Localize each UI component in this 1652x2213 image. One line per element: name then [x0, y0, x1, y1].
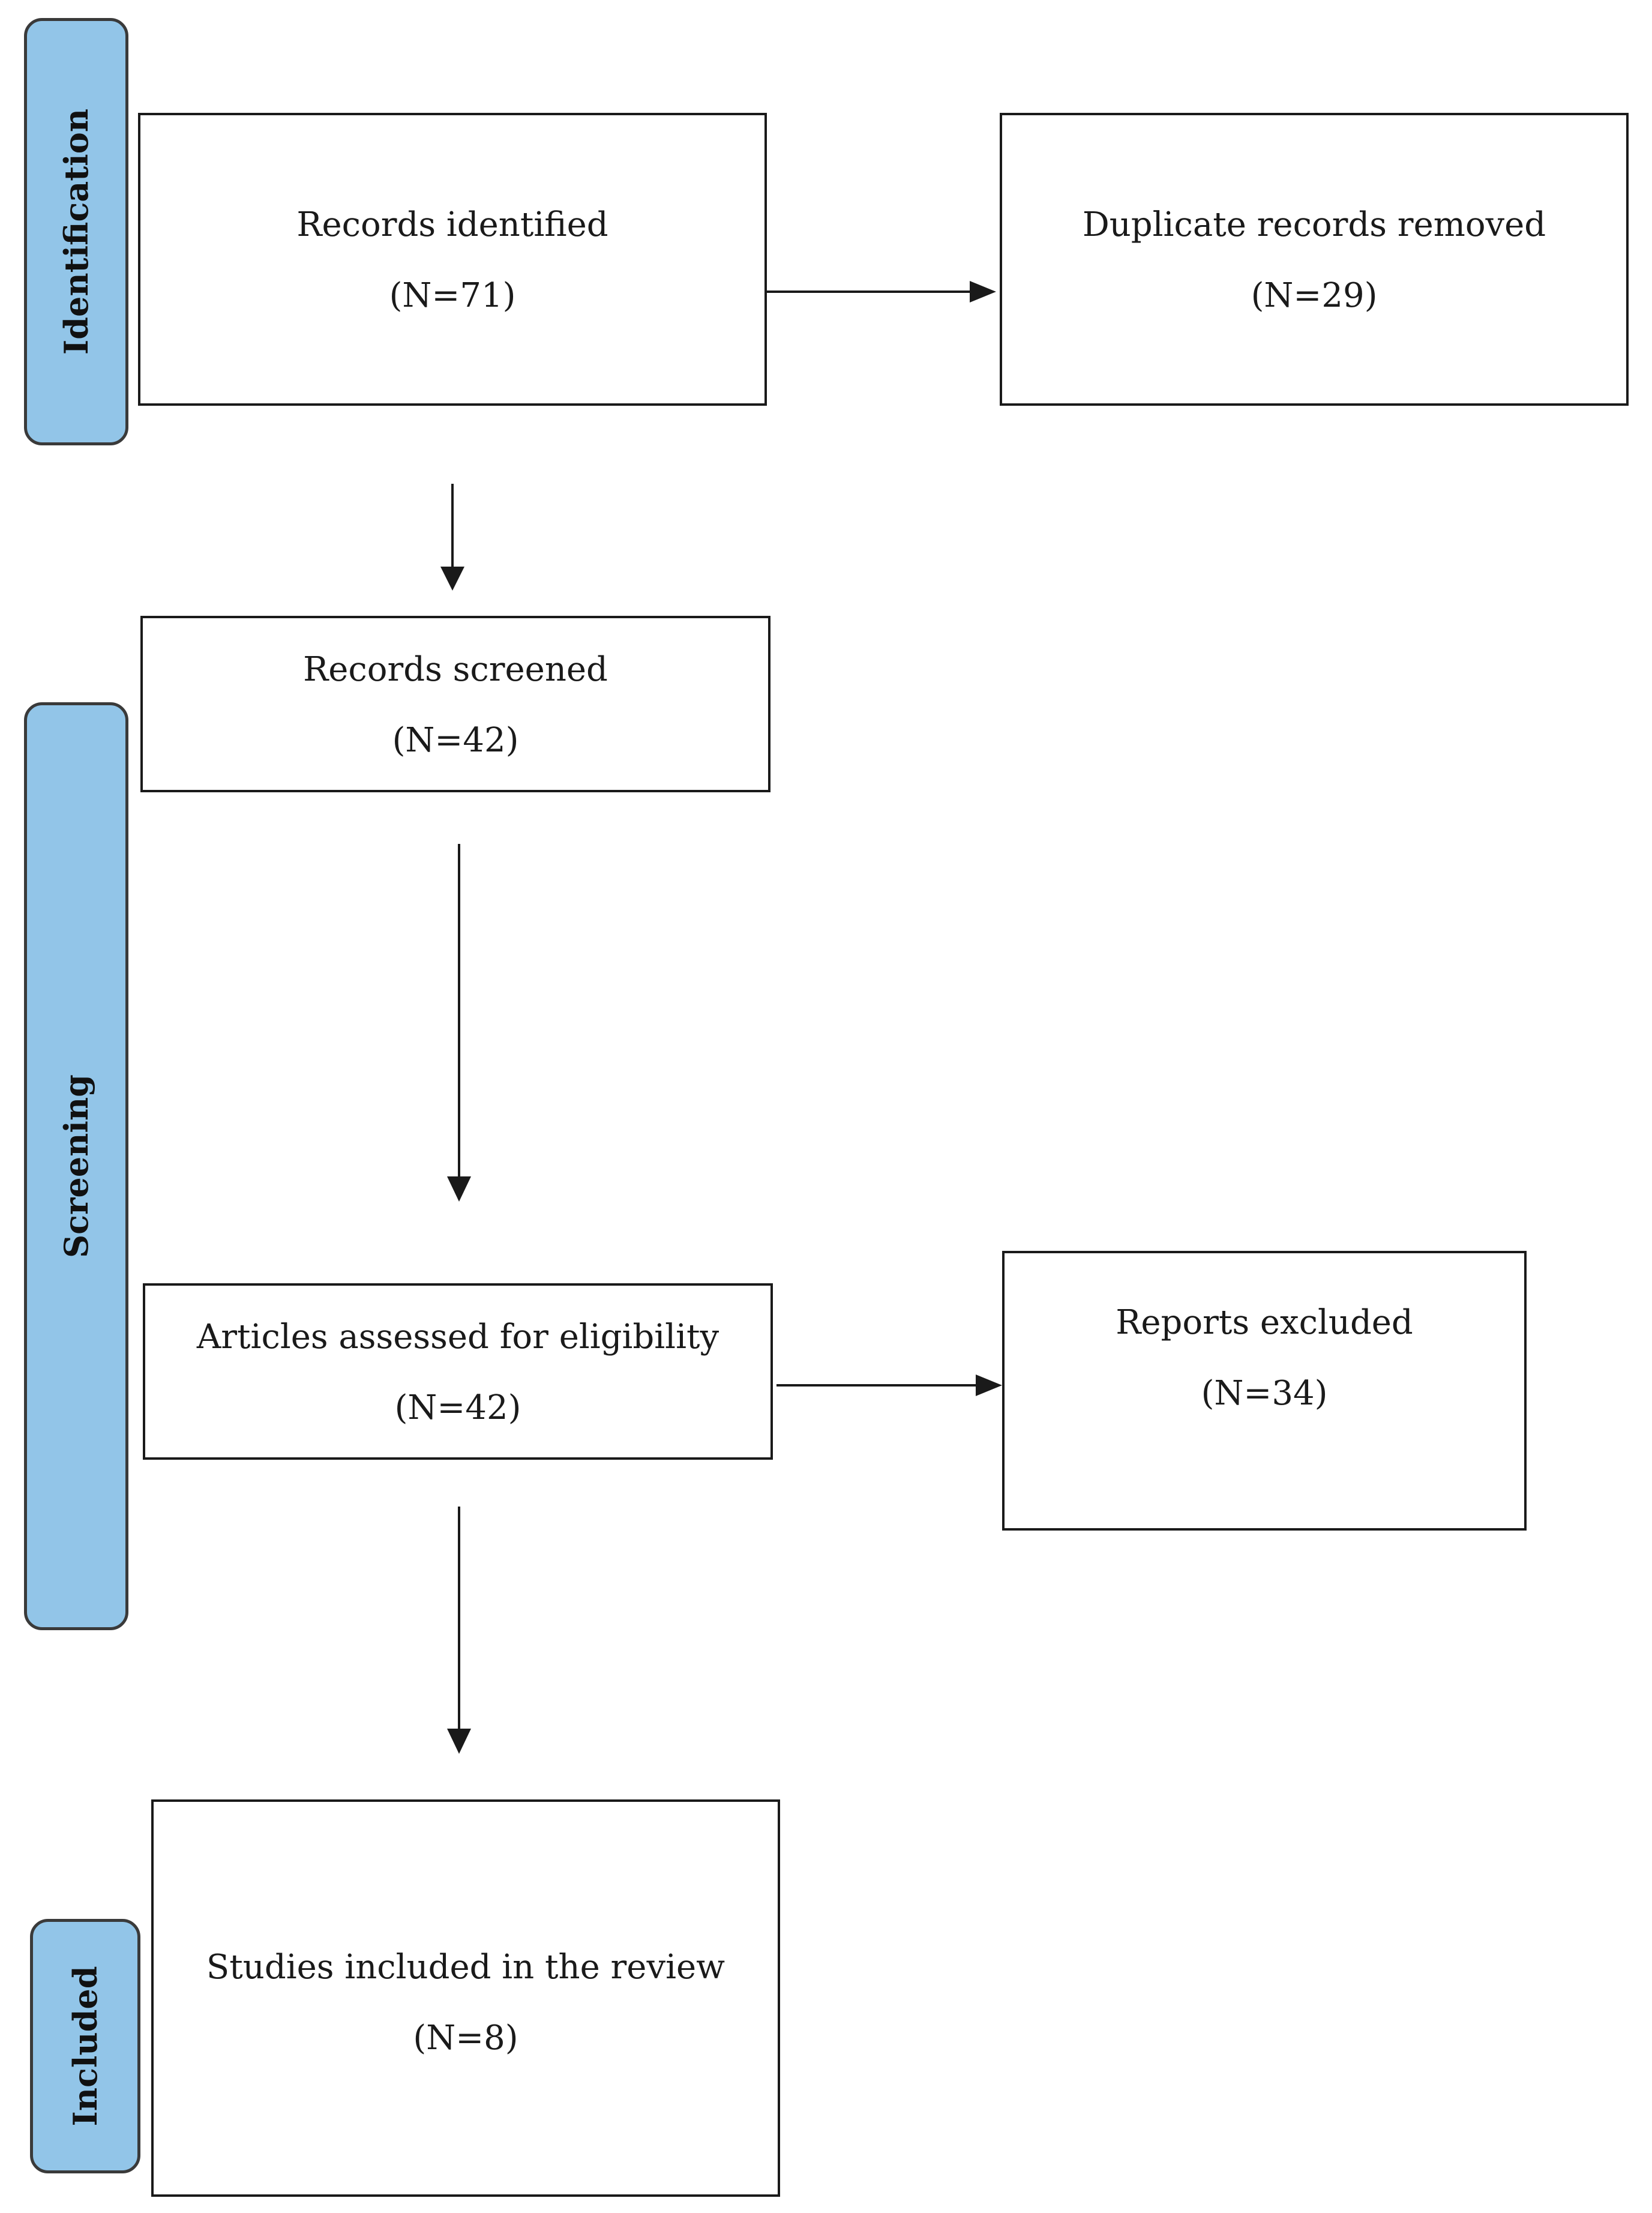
reports-excluded-count: (N=34)	[1201, 1374, 1328, 1413]
arrow-identified-to-screened	[440, 484, 464, 591]
articles-assessed-count: (N=42)	[394, 1388, 521, 1427]
studies-included-title: Studies included in the review	[206, 1948, 725, 1987]
stage-identification: Identification	[24, 18, 128, 445]
records-identified-count: (N=71)	[389, 276, 516, 315]
duplicates-removed-title: Duplicate records removed	[1082, 205, 1546, 244]
records-screened-box: Records screened (N=42)	[140, 616, 770, 792]
arrow-identified-to-duplicates	[767, 281, 996, 303]
records-screened-count: (N=42)	[392, 721, 519, 760]
reports-excluded-title: Reports excluded	[1116, 1303, 1413, 1342]
records-identified-title: Records identified	[296, 205, 608, 244]
studies-included-count: (N=8)	[413, 2019, 518, 2058]
records-identified-box: Records identified (N=71)	[138, 113, 767, 406]
duplicates-removed-box: Duplicate records removed (N=29)	[1000, 113, 1629, 406]
arrow-screened-to-assessed	[447, 844, 471, 1202]
records-screened-title: Records screened	[303, 650, 608, 689]
stage-screening: Screening	[24, 702, 128, 1630]
arrow-assessed-to-included	[447, 1507, 471, 1754]
studies-included-box: Studies included in the review (N=8)	[151, 1799, 780, 2197]
arrow-assessed-to-excluded	[776, 1374, 1002, 1396]
articles-assessed-box: Articles assessed for eligibility (N=42)	[143, 1283, 773, 1460]
stage-included: Included	[30, 1919, 140, 2173]
reports-excluded-box: Reports excluded (N=34)	[1002, 1251, 1527, 1531]
duplicates-removed-count: (N=29)	[1251, 276, 1378, 315]
articles-assessed-title: Articles assessed for eligibility	[196, 1317, 719, 1356]
